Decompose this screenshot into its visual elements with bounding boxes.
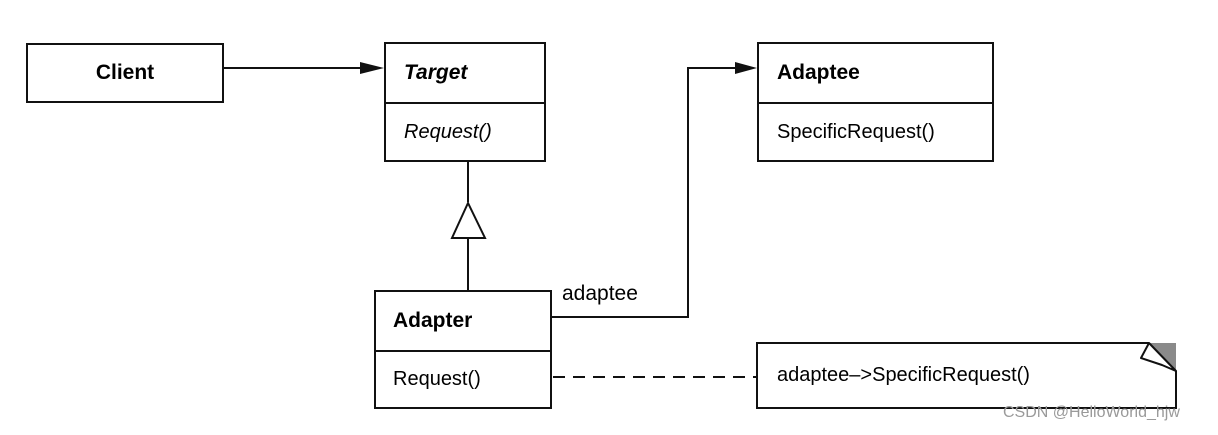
adaptee-class-box: Adaptee SpecificRequest() — [757, 42, 994, 162]
association-role-label: adaptee — [562, 282, 638, 305]
adapter-class-box: Adapter Request() — [374, 290, 552, 409]
note-fold-flap — [1140, 342, 1177, 372]
client-class-box: Client — [26, 43, 224, 103]
adapter-adaptee-arrowhead — [735, 62, 757, 74]
adapter-adaptee-line — [551, 67, 746, 318]
target-class-box: Target Request() — [384, 42, 546, 162]
inheritance-triangle — [450, 200, 487, 239]
client-target-arrowhead — [360, 62, 384, 74]
note-outline — [756, 342, 1177, 409]
adapter-operation: Request() — [376, 350, 550, 407]
target-operation: Request() — [386, 102, 544, 160]
adaptee-class-name: Adaptee — [777, 61, 860, 84]
adapter-class-name: Adapter — [393, 309, 473, 332]
target-class-name: Target — [404, 61, 468, 84]
watermark: CSDN @HelloWorld_hjw — [1003, 404, 1180, 421]
adaptee-operation: SpecificRequest() — [759, 102, 992, 160]
client-class-name: Client — [95, 61, 155, 84]
note-text: adaptee–>SpecificRequest() — [777, 364, 1030, 386]
